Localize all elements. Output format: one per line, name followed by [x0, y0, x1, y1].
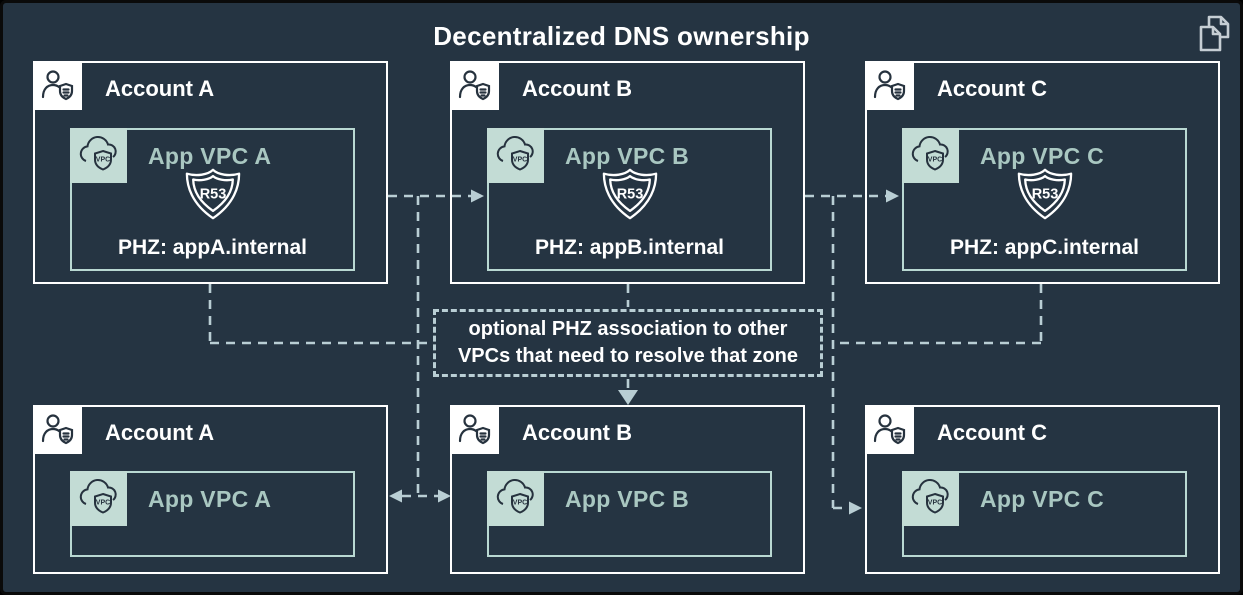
account-label: Account C [937, 76, 1047, 101]
account-label: Account A [105, 76, 215, 101]
vpc-c-badge: VPC [901, 470, 959, 526]
vpc-icon-label: VPC [928, 157, 942, 164]
account-b-bottom-box: Account B VPC App VPC B [449, 404, 805, 574]
cloud-vpc-icon: VPC [79, 479, 117, 514]
account-label: Account B [522, 76, 632, 101]
account-b-badge [449, 60, 499, 110]
connector-accountA-to-annotation [208, 284, 431, 345]
vpc-label: App VPC C [980, 486, 1105, 512]
cloud-vpc-icon: VPC [911, 136, 949, 171]
arrowhead-annotation-down [618, 390, 638, 405]
arrowhead-into-bottomC [849, 501, 862, 515]
vpc-icon-label: VPC [513, 157, 527, 164]
vpc-label: App VPC A [148, 486, 272, 512]
account-c-bottom-box: Account C VPC App VPC C [864, 404, 1220, 574]
vpc-icon-label: VPC [928, 500, 942, 507]
route53-shield-icon: R53 [185, 168, 240, 220]
cloud-vpc-icon: VPC [496, 136, 534, 171]
vpc-c-bottom-box: VPC App VPC C [901, 470, 1187, 557]
vpc-icon-label: VPC [513, 500, 527, 507]
vpc-icon-label: VPC [96, 500, 110, 507]
account-a-top-box: Account A VPC App VPC A R53 PHZ [32, 60, 388, 284]
account-a-badge [32, 404, 82, 454]
vpc-b-badge: VPC [486, 127, 544, 183]
vpc-label: App VPC B [565, 143, 690, 169]
connector-drop-right-to-bottomC [831, 196, 849, 510]
user-shield-icon [458, 70, 491, 101]
vpc-b-bottom-box: VPC App VPC B [486, 470, 772, 557]
copy-front-page [1199, 25, 1222, 52]
account-label: Account A [105, 420, 215, 445]
account-label: Account B [522, 420, 632, 445]
user-shield-icon [458, 414, 491, 445]
r53-icon-label: R53 [616, 186, 643, 202]
copy-icon[interactable] [1195, 14, 1235, 56]
vpc-label: App VPC C [980, 143, 1105, 169]
account-a-bottom-box: Account A VPC App VPC A [32, 404, 388, 574]
vpc-a-top-box: VPC App VPC A R53 PHZ: appA.internal [69, 127, 355, 271]
annotation-line2: VPCs that need to resolve that zone [457, 345, 799, 367]
account-c-badge [864, 60, 914, 110]
user-shield-icon [873, 70, 906, 101]
vpc-a-bottom-box: VPC App VPC A [69, 470, 355, 557]
vpc-c-badge: VPC [901, 127, 959, 183]
account-b-top-box: Account B VPC App VPC B R53 PHZ [449, 60, 805, 284]
vpc-b-badge: VPC [486, 470, 544, 526]
arrowhead-into-bottomA [389, 489, 402, 503]
vpc-icon-label: VPC [96, 157, 110, 164]
phz-label: PHZ: appB.internal [534, 236, 724, 259]
diagram-title: Decentralized DNS ownership [433, 21, 810, 51]
copy-back-fold [1219, 17, 1228, 26]
cloud-vpc-icon: VPC [911, 479, 949, 514]
vpc-label: App VPC B [565, 486, 690, 512]
account-a-badge [32, 60, 82, 110]
annotation-note: optional PHZ association to other VPCs t… [433, 309, 823, 377]
copy-front-fold [1211, 27, 1220, 36]
user-shield-icon [873, 414, 906, 445]
phz-label: PHZ: appC.internal [949, 236, 1139, 259]
user-shield-icon [41, 70, 74, 101]
account-c-badge [864, 404, 914, 454]
vpc-a-badge: VPC [69, 127, 127, 183]
vpc-c-top-box: VPC App VPC C R53 PHZ: appC.internal [901, 127, 1187, 271]
account-c-top-box: Account C VPC App VPC C R53 PHZ [864, 60, 1220, 284]
route53-shield-icon: R53 [1017, 168, 1072, 220]
connector-accountC-to-annotation [836, 284, 1043, 345]
route53-shield-icon: R53 [602, 168, 657, 220]
vpc-a-badge: VPC [69, 470, 127, 526]
phz-label: PHZ: appA.internal [117, 236, 307, 259]
annotation-line1: optional PHZ association to other [468, 318, 788, 340]
account-label: Account C [937, 420, 1047, 445]
account-b-badge [449, 404, 499, 454]
vpc-label: App VPC A [148, 143, 272, 169]
cloud-vpc-icon: VPC [496, 479, 534, 514]
user-shield-icon [41, 414, 74, 445]
vpc-b-top-box: VPC App VPC B R53 PHZ: appB.internal [486, 127, 772, 271]
r53-icon-label: R53 [199, 186, 226, 202]
r53-icon-label: R53 [1031, 186, 1058, 202]
cloud-vpc-icon: VPC [79, 136, 117, 171]
